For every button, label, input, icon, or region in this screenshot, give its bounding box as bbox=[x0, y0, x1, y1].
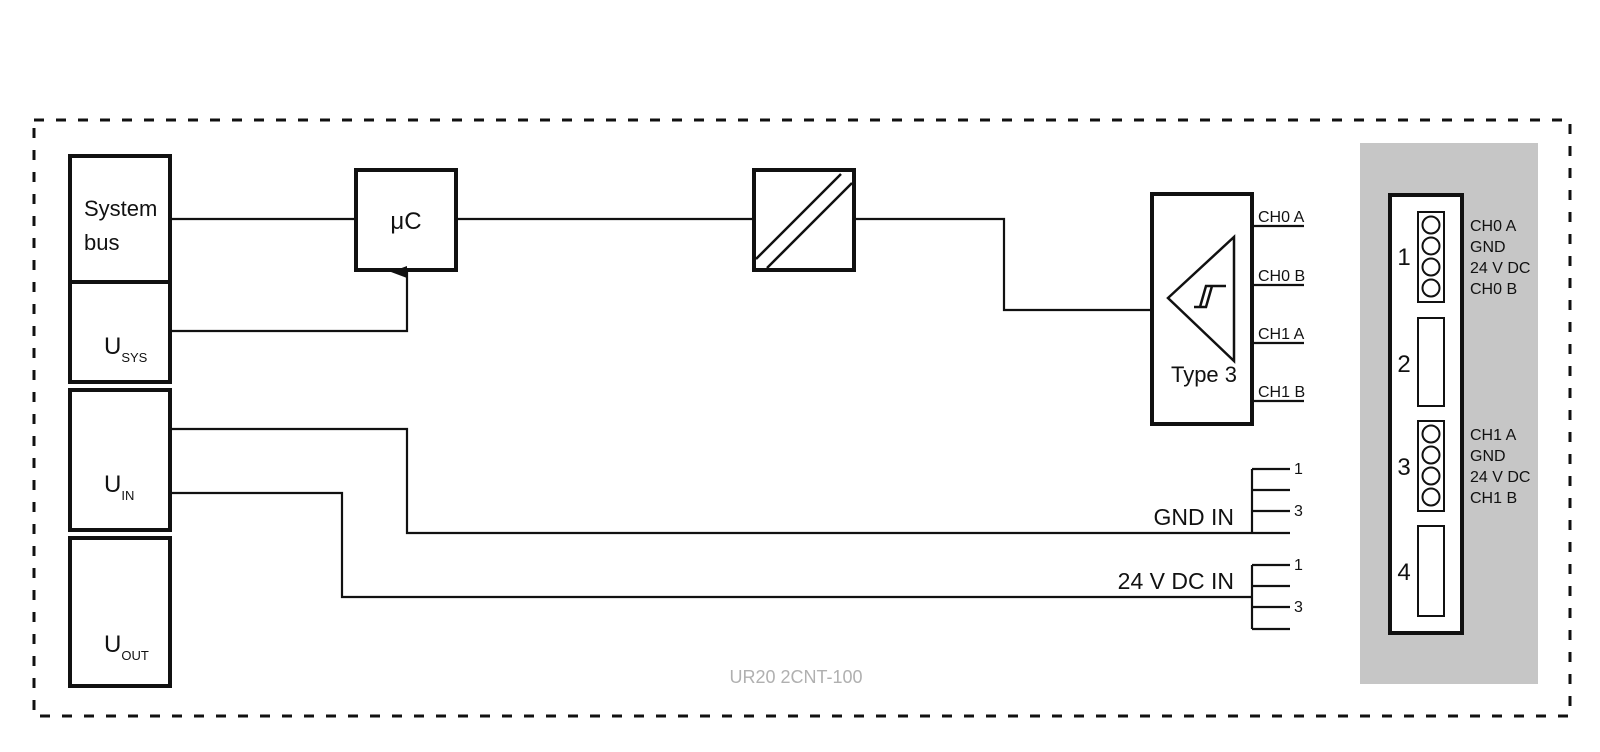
slot-3-pin-label: GND bbox=[1470, 448, 1506, 465]
gnd-in-terminal bbox=[1250, 467, 1290, 533]
input-type-label: Type 3 bbox=[1171, 362, 1237, 387]
vdc-pin-3-label: 3 bbox=[1294, 599, 1303, 616]
uout-block bbox=[68, 536, 172, 688]
slot-number-4: 4 bbox=[1397, 559, 1410, 586]
slot-1-terminal bbox=[1421, 215, 1441, 235]
vdc-pin-1-label: 1 bbox=[1294, 557, 1303, 574]
slot-4-empty bbox=[1417, 525, 1445, 617]
uout-sub: OUT bbox=[121, 648, 149, 663]
isolator-slash-1 bbox=[755, 173, 842, 260]
slot-1-terminal bbox=[1421, 236, 1441, 256]
input-stage-block bbox=[1150, 192, 1254, 426]
slot-2-empty bbox=[1417, 317, 1445, 407]
left-block-stack bbox=[68, 154, 172, 688]
gnd-in-line bbox=[170, 427, 1290, 535]
usys-label: USYS bbox=[104, 333, 148, 365]
slot-1-pin-label: 24 V DC bbox=[1470, 260, 1530, 277]
slot-1-terminal bbox=[1421, 257, 1441, 277]
vdc-in-line bbox=[170, 491, 1252, 599]
uout-label: UOUT bbox=[104, 631, 149, 663]
usys-sub: SYS bbox=[121, 350, 147, 365]
slot-3-terminal bbox=[1421, 424, 1441, 444]
uin-label: UIN bbox=[104, 471, 134, 503]
slot-3-terminal bbox=[1421, 487, 1441, 507]
channel-label-ch1b: CH1 B bbox=[1258, 384, 1305, 401]
system-bus-label-line2: bus bbox=[84, 230, 119, 255]
channel-label-ch0a: CH0 A bbox=[1258, 209, 1305, 226]
uin-block bbox=[68, 388, 172, 532]
schmitt-trigger-icon bbox=[1166, 234, 1236, 364]
slot-3-terminal bbox=[1421, 445, 1441, 465]
slot-3-pin-label: 24 V DC bbox=[1470, 469, 1530, 486]
channel-label-ch0b: CH0 B bbox=[1258, 268, 1305, 285]
slot-number-3: 3 bbox=[1397, 454, 1410, 481]
uin-main: U bbox=[104, 471, 121, 498]
slot-3-terminal bbox=[1421, 466, 1441, 486]
gnd-in-label: GND IN bbox=[1154, 504, 1235, 530]
slot-1-pin-label: GND bbox=[1470, 239, 1506, 256]
gnd-pin-1-label: 1 bbox=[1294, 461, 1303, 478]
system-bus-block bbox=[68, 154, 172, 284]
vdc-in-label: 24 V DC IN bbox=[1118, 568, 1234, 594]
microcontroller-label: μC bbox=[390, 208, 421, 235]
module-border bbox=[32, 118, 1572, 718]
slot-1-terminal bbox=[1421, 278, 1441, 298]
slot-number-1: 1 bbox=[1397, 244, 1410, 271]
slot-3-pin-label: CH1 B bbox=[1470, 490, 1517, 507]
usys-supply-line bbox=[170, 266, 409, 333]
channel-label-ch1a: CH1 A bbox=[1258, 326, 1305, 343]
isolator-block bbox=[752, 168, 856, 272]
uout-main: U bbox=[104, 631, 121, 658]
gnd-pin-3-label: 3 bbox=[1294, 503, 1303, 520]
vdc-in-terminal bbox=[1250, 563, 1290, 631]
isolator-slash-2 bbox=[766, 182, 853, 269]
system-bus-label-line1: System bbox=[84, 196, 157, 221]
hysteresis-icon bbox=[1194, 284, 1226, 309]
uin-sub: IN bbox=[121, 488, 134, 503]
isolator-to-input-line bbox=[854, 217, 1152, 312]
slot-1-pin-label: CH0 B bbox=[1470, 281, 1517, 298]
slot-3-pin-label: CH1 A bbox=[1470, 427, 1517, 444]
usys-main: U bbox=[104, 333, 121, 360]
module-name-label: UR20 2CNT-100 bbox=[729, 667, 862, 687]
usys-block bbox=[68, 280, 172, 384]
slot-number-2: 2 bbox=[1397, 351, 1410, 378]
slot-1-pin-label: CH0 A bbox=[1470, 218, 1517, 235]
